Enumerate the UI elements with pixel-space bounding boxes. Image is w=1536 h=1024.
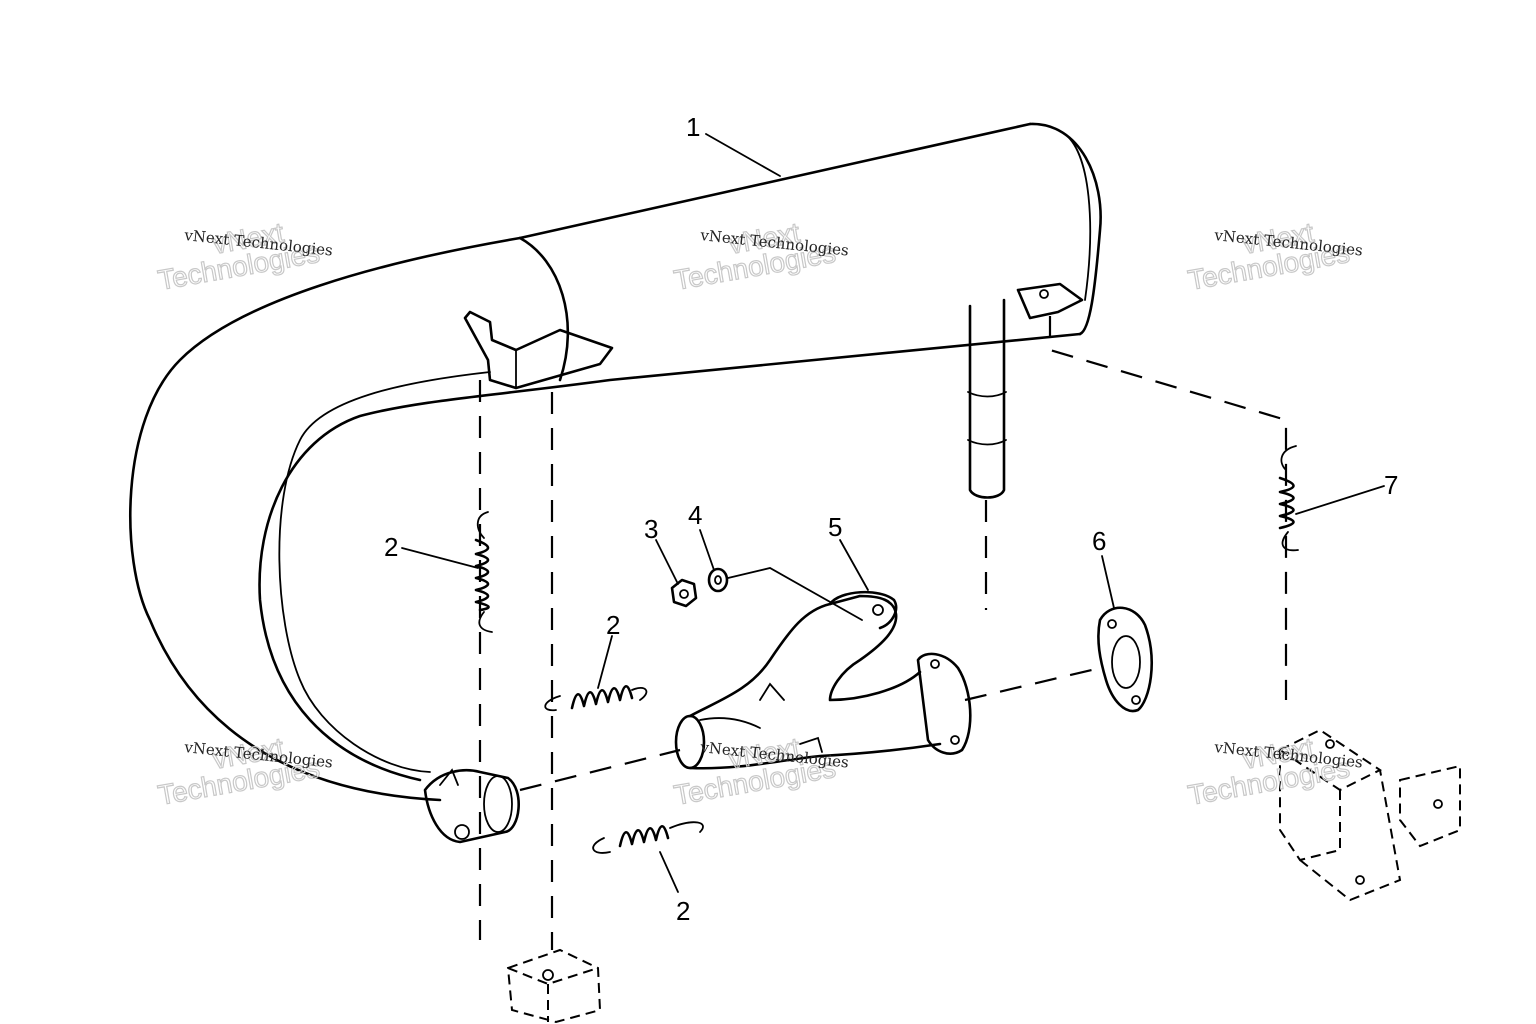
callout-7: 7 (1384, 470, 1398, 500)
spring-vertical-left (474, 511, 493, 633)
washer (707, 567, 729, 593)
gasket (1097, 606, 1153, 713)
callout-2-center: 2 (606, 610, 620, 640)
callout-1: 1 (686, 112, 700, 142)
callout-2-bottom: 2 (676, 896, 690, 926)
watermark: vNext Technologies (1185, 731, 1353, 811)
callout-3: 3 (644, 514, 658, 544)
callouts: 1 2 2 2 3 4 5 6 7 (384, 112, 1398, 926)
nut (670, 578, 698, 608)
spring-vertical-right (1278, 445, 1299, 552)
mount-bracket-right (1278, 728, 1461, 902)
callout-2-left: 2 (384, 532, 398, 562)
muffler (129, 122, 1102, 844)
callout-4: 4 (688, 500, 702, 530)
watermark: vNext Technologies (155, 731, 323, 811)
spring-horizontal-center (544, 684, 648, 712)
spring-horizontal-lower (592, 821, 704, 854)
exhaust-manifold (674, 590, 972, 770)
callout-6: 6 (1092, 526, 1106, 556)
watermarks: vNext Technologies vNext Technologies vN… (155, 216, 1364, 811)
callout-5: 5 (828, 512, 842, 542)
leader-lines (401, 133, 1385, 893)
assembly-lines (478, 316, 1288, 950)
mount-bracket-bottom (506, 948, 602, 1024)
